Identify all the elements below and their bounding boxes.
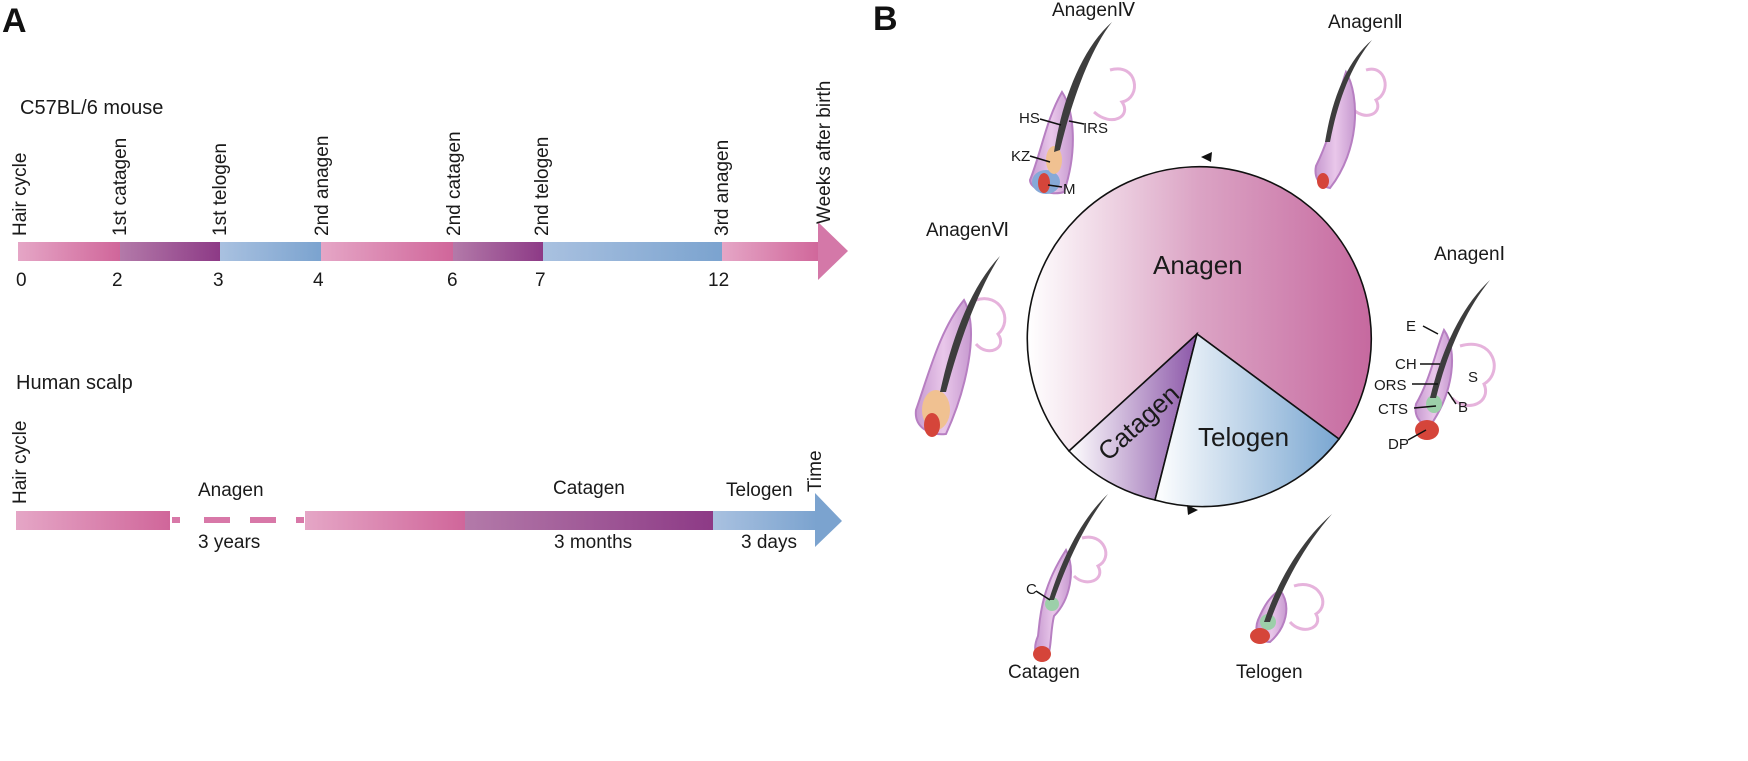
label-e: E <box>1406 318 1416 335</box>
mouse-tick-4: 4 <box>313 270 324 291</box>
human-anagen-b <box>305 511 465 530</box>
human-end-label: Time <box>805 450 826 492</box>
mouse-event-2: 1st telogen <box>210 143 231 236</box>
label-kz: KZ <box>1011 148 1030 165</box>
label-cts: CTS <box>1378 401 1408 418</box>
human-axis-label: Hair cycle <box>10 421 31 504</box>
human-catagen <box>465 511 713 530</box>
mouse-end-label: Weeks after birth <box>814 81 835 224</box>
human-duration-catagen: 3 months <box>554 532 632 553</box>
mouse-timeline-bar <box>18 222 848 280</box>
follicle-anagen-iv <box>1028 22 1136 195</box>
mouse-tick-0: 0 <box>16 270 27 291</box>
human-phase-telogen: Telogen <box>726 480 793 501</box>
mouse-event-4: 2nd catagen <box>444 131 465 236</box>
mouse-event-6: 3rd anagen <box>712 140 733 236</box>
human-arrowhead <box>815 493 842 547</box>
mouse-event-5: 2nd telogen <box>532 137 553 236</box>
label-irs: IRS <box>1083 120 1108 137</box>
mouse-title: C57BL/6 mouse <box>20 97 163 119</box>
mouse-tick-6: 6 <box>447 270 458 291</box>
follicle-catagen <box>1033 494 1108 662</box>
mouse-tick-7: 7 <box>535 270 546 291</box>
human-anagen-a <box>16 511 170 530</box>
mouse-catagen-1 <box>120 242 220 261</box>
follicle-anagen-ii <box>1314 40 1387 190</box>
mouse-tick-3: 3 <box>213 270 224 291</box>
stage-anagen-i: AnagenⅠ <box>1434 244 1505 265</box>
stage-anagen-vi: AnagenⅥ <box>926 220 1009 241</box>
label-c: C <box>1026 581 1037 598</box>
pie-arrow-top <box>1201 152 1212 162</box>
mouse-event-1: 1st catagen <box>110 138 131 236</box>
pie-telogen-label: Telogen <box>1198 422 1289 452</box>
stage-catagen: Catagen <box>1008 662 1080 683</box>
mouse-axis-label: Hair cycle <box>10 153 31 236</box>
mouse-event-3: 2nd anagen <box>312 136 333 236</box>
stage-telogen: Telogen <box>1236 662 1303 683</box>
pie-arrow-bottom <box>1187 505 1198 515</box>
mouse-anagen-2 <box>321 242 453 261</box>
mouse-catagen-2 <box>453 242 543 261</box>
label-hs: HS <box>1019 110 1040 127</box>
human-duration-telogen: 3 days <box>741 532 797 553</box>
pie-anagen-slice <box>1026 165 1373 453</box>
mouse-telogen-2 <box>543 242 722 261</box>
human-title: Human scalp <box>16 372 133 394</box>
label-m: M <box>1063 181 1076 198</box>
mouse-arrowhead <box>818 222 848 280</box>
human-phase-anagen: Anagen <box>198 480 264 501</box>
label-dp: DP <box>1388 436 1409 453</box>
mouse-anagen-1 <box>18 242 120 261</box>
panel-a-label: A <box>2 2 27 40</box>
stage-anagen-ii: AnagenⅡ <box>1328 12 1403 33</box>
human-phase-catagen: Catagen <box>553 478 625 499</box>
follicle-telogen <box>1250 514 1332 644</box>
follicle-anagen-vi <box>914 256 1007 437</box>
hair-cycle-pie <box>1026 152 1373 515</box>
label-ch: CH <box>1395 356 1417 373</box>
panel-b-label: B <box>873 0 898 38</box>
human-duration-anagen: 3 years <box>198 532 260 553</box>
mouse-tick-2: 2 <box>112 270 123 291</box>
mouse-tick-12: 12 <box>708 270 729 291</box>
label-b: B <box>1458 399 1468 416</box>
mouse-telogen-1 <box>220 242 321 261</box>
stage-anagen-iv: AnagenⅣ <box>1052 0 1136 21</box>
follicle-anagen-i <box>1414 280 1496 440</box>
pie-telogen-slice <box>1154 332 1341 508</box>
label-s: S <box>1468 369 1478 386</box>
label-ors: ORS <box>1374 377 1407 394</box>
human-timeline-bar <box>16 493 842 547</box>
mouse-anagen-3 <box>722 242 820 261</box>
human-telogen <box>713 511 817 530</box>
pie-anagen-label: Anagen <box>1153 250 1243 280</box>
